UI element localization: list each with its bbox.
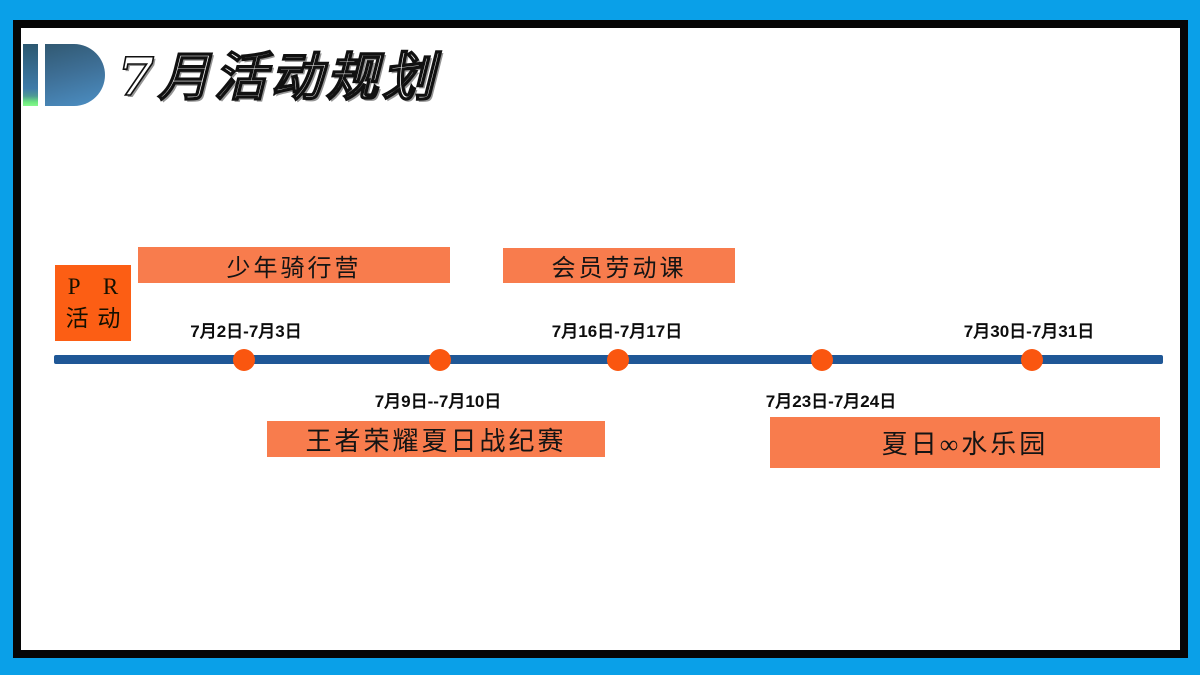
logo-bar-icon — [23, 44, 38, 106]
event-label-text: 夏日∞水乐园 — [881, 430, 1049, 459]
date-label-5: 7月30日-7月31日 — [963, 322, 1095, 341]
timeline-dot-2 — [429, 349, 451, 371]
pr-activity-line2: 活动 — [65, 306, 130, 331]
slide-content: 7月活动规划 P R 活动 少年骑行营 会员劳动课 王者荣耀夏日战纪赛 夏日∞水… — [21, 28, 1180, 650]
date-label-1: 7月2日-7月3日 — [190, 322, 302, 341]
timeline-dot-1 — [233, 349, 255, 371]
timeline-dot-3 — [607, 349, 629, 371]
pr-activity-box: P R 活动 — [55, 265, 131, 341]
date-label-2: 7月9日--7月10日 — [374, 392, 502, 411]
event-label-text: 会员劳动课 — [551, 256, 687, 282]
event-label-summer-water-park: 夏日∞水乐园 — [770, 417, 1160, 468]
event-label-text: 王者荣耀夏日战纪赛 — [305, 426, 567, 456]
pr-activity-line1: P R — [67, 274, 127, 299]
page-title: 7月活动规划 — [117, 47, 439, 109]
event-label-youth-cycling: 少年骑行营 — [138, 247, 450, 283]
event-label-kings-summer-tournament: 王者荣耀夏日战纪赛 — [267, 421, 605, 457]
slide-frame: 7月活动规划 P R 活动 少年骑行营 会员劳动课 王者荣耀夏日战纪赛 夏日∞水… — [13, 20, 1188, 658]
logo-d-icon — [45, 44, 105, 106]
event-label-member-labor-class: 会员劳动课 — [503, 248, 735, 283]
date-label-4: 7月23日-7月24日 — [765, 392, 897, 411]
timeline-dot-4 — [811, 349, 833, 371]
brand-logo — [21, 42, 111, 108]
timeline-dot-5 — [1021, 349, 1043, 371]
event-label-text: 少年骑行营 — [226, 255, 362, 282]
date-label-3: 7月16日-7月17日 — [551, 322, 683, 341]
